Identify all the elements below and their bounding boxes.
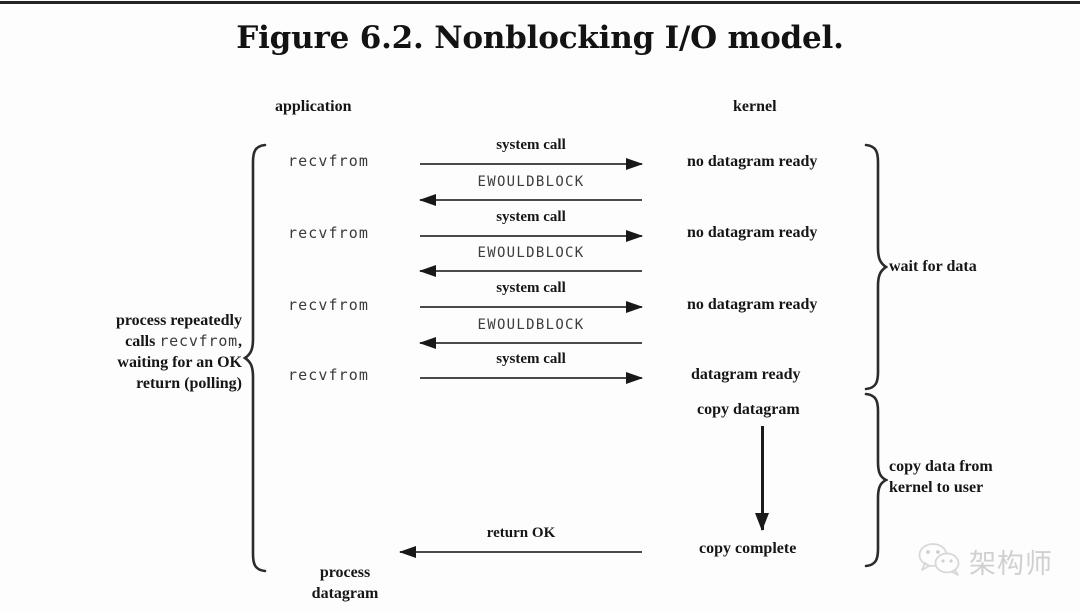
column-header-kernel: kernel xyxy=(733,98,777,115)
column-header-application: application xyxy=(275,98,352,115)
arrow-head-left xyxy=(419,194,436,206)
arrow-head-down xyxy=(755,513,769,531)
arrow-label-system-call-2: system call xyxy=(496,209,566,225)
kernel-state-copy-datagram: copy datagram xyxy=(697,401,800,418)
arrow-label-return-ok: return OK xyxy=(486,525,556,541)
process-polling-line-3: waiting for an OK xyxy=(117,354,242,371)
arrow-shaft xyxy=(420,235,642,237)
arrow-shaft-vertical xyxy=(761,426,764,530)
recvfrom-inline: recvfrom xyxy=(159,332,238,350)
top-rule-divider xyxy=(0,1,1080,4)
arrow-system-call-4: system call xyxy=(420,351,643,384)
copy-data-line-1: copy data from xyxy=(889,458,993,475)
arrow-head-right xyxy=(626,230,643,242)
process-datagram-line-2: datagram xyxy=(311,585,379,602)
copy-data-brace xyxy=(862,392,888,568)
recvfrom-call-3: recvfrom xyxy=(288,296,370,314)
arrow-ewouldblock-2: EWOULDBLOCK xyxy=(419,245,642,277)
recvfrom-call-1: recvfrom xyxy=(288,152,370,170)
figure-title: Figure 6.2. Nonblocking I/O model. xyxy=(236,20,844,56)
kernel-state-2: no datagram ready xyxy=(687,224,818,241)
wechat-icon xyxy=(918,542,962,581)
arrow-label-system-call-3: system call xyxy=(496,280,566,296)
arrow-head-left xyxy=(419,265,436,277)
arrow-return-ok: return OK xyxy=(399,525,642,558)
arrow-copy-progress xyxy=(755,426,769,531)
process-datagram-line-1: process xyxy=(319,564,371,581)
arrow-label-system-call-1: system call xyxy=(496,137,566,153)
copy-data-label: copy data from kernel to user xyxy=(889,456,993,498)
kernel-state-3: no datagram ready xyxy=(687,296,818,313)
left-brace xyxy=(243,143,269,573)
arrow-shaft xyxy=(420,377,642,379)
process-polling-line-1: process repeatedly xyxy=(115,312,242,329)
arrow-shaft xyxy=(420,342,642,344)
copy-data-line-2: kernel to user xyxy=(889,479,984,496)
recvfrom-call-2: recvfrom xyxy=(288,224,370,242)
kernel-state-copy-complete: copy complete xyxy=(699,540,797,557)
arrow-shaft xyxy=(420,199,642,201)
arrow-system-call-1: system call xyxy=(420,137,643,170)
wait-for-data-label: wait for data xyxy=(889,258,977,275)
arrow-shaft xyxy=(420,163,642,165)
arrow-label-ewouldblock-3: EWOULDBLOCK xyxy=(477,317,585,333)
recvfrom-call-4: recvfrom xyxy=(288,366,370,384)
arrow-shaft xyxy=(420,270,642,272)
arrow-shaft xyxy=(420,306,642,308)
arrow-head-left xyxy=(399,546,416,558)
arrow-head-right xyxy=(626,158,643,170)
process-polling-line-2: calls recvfrom, xyxy=(125,332,242,350)
watermark-text: 架构师 xyxy=(969,549,1053,580)
arrow-system-call-2: system call xyxy=(420,209,643,242)
wait-for-data-brace xyxy=(862,143,888,391)
arrow-head-right xyxy=(626,372,643,384)
arrow-system-call-3: system call xyxy=(420,280,643,313)
arrow-ewouldblock-1: EWOULDBLOCK xyxy=(419,174,642,206)
arrow-label-ewouldblock-2: EWOULDBLOCK xyxy=(477,245,585,261)
kernel-state-datagram-ready: datagram ready xyxy=(691,366,801,383)
kernel-state-1: no datagram ready xyxy=(687,153,818,170)
watermark: 架构师 xyxy=(918,542,1053,581)
arrow-shaft xyxy=(400,551,642,553)
arrow-label-system-call-4: system call xyxy=(496,351,566,367)
arrow-label-ewouldblock-1: EWOULDBLOCK xyxy=(477,174,585,190)
arrow-ewouldblock-3: EWOULDBLOCK xyxy=(419,317,642,349)
arrow-head-left xyxy=(419,337,436,349)
arrow-head-right xyxy=(626,301,643,313)
process-polling-annotation: process repeatedly calls recvfrom, waiti… xyxy=(22,310,242,394)
process-polling-line-4: return (polling) xyxy=(136,375,242,392)
process-datagram-label: process datagram xyxy=(300,562,390,604)
